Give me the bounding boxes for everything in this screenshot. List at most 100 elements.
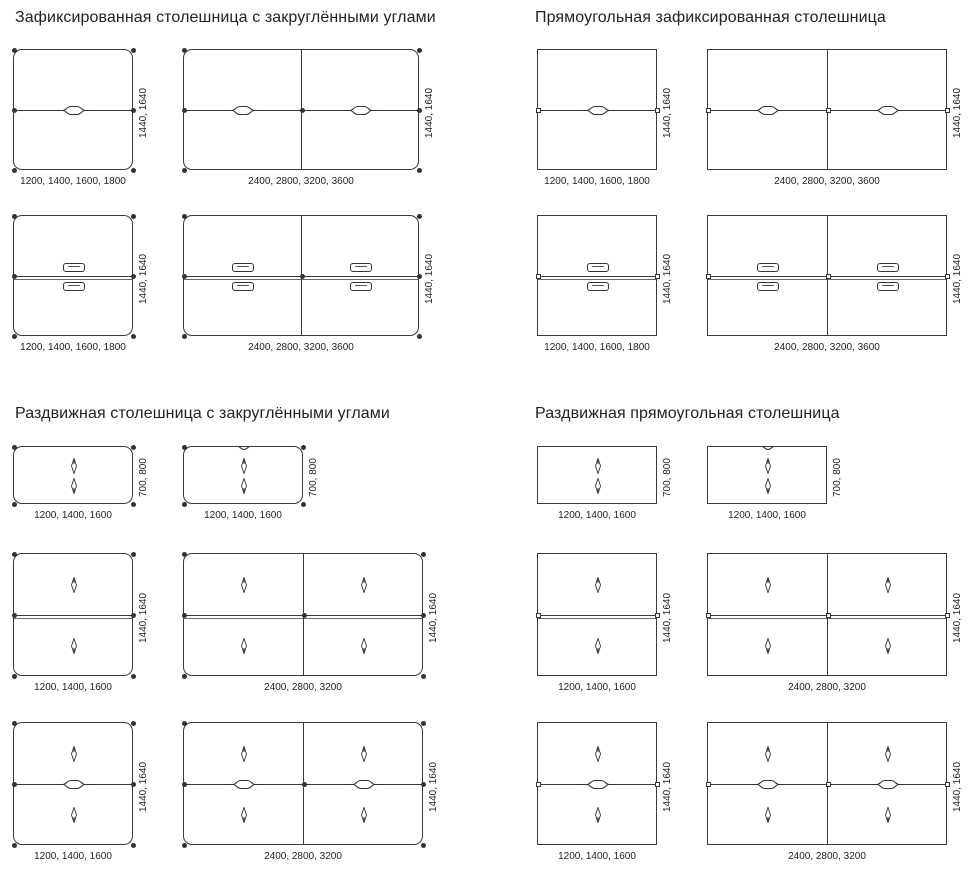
slide-arrow-up-0 <box>71 458 77 474</box>
width-dimension-label: 2400, 2800, 3200, 3600 <box>774 342 880 353</box>
depth-dimension-label: 700, 800 <box>138 458 149 497</box>
leg-point-5 <box>421 782 426 787</box>
joint-marker-0 <box>706 782 711 787</box>
leg-point-0 <box>182 721 187 726</box>
tabletop-fixed-rounded-single-box <box>12 214 136 339</box>
slide-arrow-up-0 <box>241 745 247 762</box>
slide-arrow-up-0 <box>241 458 247 474</box>
leg-point-1 <box>421 721 426 726</box>
width-dimension-label: 2400, 2800, 3200 <box>264 851 342 862</box>
leg-point-3 <box>417 334 422 339</box>
cable-box-upper-0 <box>232 262 254 272</box>
width-dimension-label: 1200, 1400, 1600 <box>558 682 636 693</box>
width-dimension-label: 2400, 2800, 3200 <box>788 851 866 862</box>
leg-point-2 <box>182 843 187 848</box>
tabletop-fixed-rect-double <box>706 49 950 170</box>
cable-box-upper-0 <box>757 262 779 272</box>
tabletop-sliding-rounded-single <box>12 552 136 679</box>
leg-point-6 <box>301 782 307 787</box>
slide-arrow-up-0 <box>241 576 247 593</box>
tabletop-fixed-rect-single-box <box>536 215 660 336</box>
cable-cutout-0 <box>57 106 91 115</box>
leg-point-1 <box>421 552 426 557</box>
center-seam-inner <box>538 617 656 619</box>
tabletop-fixed-rounded-single <box>12 48 136 173</box>
slide-arrow-up-1 <box>885 576 891 593</box>
depth-dimension-label: 1440, 1640 <box>662 761 673 812</box>
center-seam <box>538 614 656 616</box>
slide-arrow-up-1 <box>361 576 367 593</box>
joint-marker-2 <box>825 782 831 787</box>
tabletop-fixed-rect-single <box>536 49 660 170</box>
depth-dimension-label: 1440, 1640 <box>428 592 439 643</box>
tabletop-sliding-rect-small-a <box>537 446 657 504</box>
tabletop-sliding-rounded-small-b <box>182 445 306 507</box>
slide-arrow-down-0 <box>595 807 601 824</box>
depth-dimension-label: 1440, 1640 <box>662 592 673 643</box>
leg-point-2 <box>182 334 187 339</box>
slide-arrow-down-0 <box>765 478 771 494</box>
leg-point-2 <box>12 334 17 339</box>
joint-marker-2 <box>825 613 831 618</box>
width-dimension-label: 1200, 1400, 1600, 1800 <box>544 342 650 353</box>
joint-marker-1 <box>655 108 660 113</box>
slide-arrow-down-1 <box>361 638 367 655</box>
joint-marker-1 <box>945 782 950 787</box>
width-dimension-label: 1200, 1400, 1600, 1800 <box>20 342 126 353</box>
top-notch <box>236 446 252 450</box>
leg-point-0 <box>12 214 17 219</box>
cable-cutout-1 <box>871 780 905 789</box>
width-dimension-label: 1200, 1400, 1600, 1800 <box>544 176 650 187</box>
center-seam <box>538 275 656 277</box>
leg-point-4 <box>182 782 187 787</box>
width-dimension-label: 1200, 1400, 1600 <box>34 682 112 693</box>
tabletop-sliding-rect-double <box>706 553 950 676</box>
leg-point-1 <box>131 445 136 450</box>
leg-point-1 <box>131 214 136 219</box>
leg-point-2 <box>12 168 17 173</box>
leg-point-6 <box>301 613 307 618</box>
slide-arrow-up-0 <box>765 576 771 593</box>
leg-point-5 <box>131 613 136 618</box>
leg-point-1 <box>301 445 306 450</box>
tabletop-sliding-rect-single-bump <box>536 722 660 845</box>
leg-point-3 <box>131 334 136 339</box>
section-title-sliding-rounded: Раздвижная столешница с закруглёнными уг… <box>15 405 390 422</box>
width-dimension-label: 2400, 2800, 3200, 3600 <box>248 342 354 353</box>
slide-arrow-down-0 <box>71 638 77 655</box>
cable-box-lower-0 <box>232 281 254 291</box>
width-dimension-label: 1200, 1400, 1600 <box>34 510 112 521</box>
tabletop-sliding-rect-double-bump <box>706 722 950 845</box>
joint-marker-0 <box>706 274 711 279</box>
slide-arrow-down-0 <box>595 638 601 655</box>
tabletop-sliding-rounded-single-bump <box>12 721 136 848</box>
cable-cutout-1 <box>347 780 381 789</box>
leg-point-4 <box>182 274 187 279</box>
leg-point-3 <box>421 843 426 848</box>
depth-dimension-label: 1440, 1640 <box>138 87 149 138</box>
depth-dimension-label: 1440, 1640 <box>138 253 149 304</box>
leg-point-0 <box>12 445 17 450</box>
depth-dimension-label: 1440, 1640 <box>428 761 439 812</box>
slide-arrow-down-0 <box>241 478 247 494</box>
tabletop-fixed-rect-double-box <box>706 215 950 336</box>
slide-arrow-up-0 <box>595 576 601 593</box>
slide-arrow-up-0 <box>71 745 77 762</box>
tabletop-fixed-rounded-double <box>182 48 422 173</box>
joint-marker-1 <box>655 782 660 787</box>
slide-arrow-up-0 <box>765 458 771 474</box>
depth-dimension-label: 700, 800 <box>832 458 843 497</box>
slide-arrow-up-1 <box>885 745 891 762</box>
joint-marker-0 <box>706 613 711 618</box>
joint-marker-2 <box>825 108 831 113</box>
leg-point-6 <box>299 108 305 113</box>
leg-point-2 <box>12 843 17 848</box>
joint-marker-0 <box>536 613 541 618</box>
joint-marker-1 <box>655 274 660 279</box>
leg-point-3 <box>421 674 426 679</box>
center-seam-inner <box>14 278 132 280</box>
tabletop-sliding-rect-small-b <box>707 446 827 504</box>
slide-arrow-down-0 <box>765 638 771 655</box>
tabletop-fixed-rounded-double-box <box>182 214 422 339</box>
leg-point-2 <box>12 674 17 679</box>
